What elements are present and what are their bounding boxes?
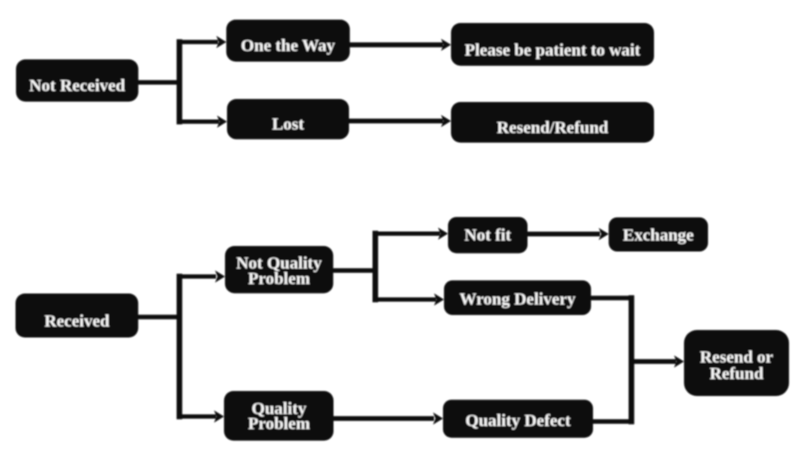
svg-text:Quality: Quality bbox=[252, 399, 307, 418]
svg-text:Not fit: Not fit bbox=[464, 225, 511, 244]
svg-text:Problem: Problem bbox=[248, 269, 310, 288]
svg-text:One the Way: One the Way bbox=[241, 36, 336, 55]
svg-text:Wrong Delivery: Wrong Delivery bbox=[460, 289, 576, 308]
svg-text:Resend or: Resend or bbox=[700, 347, 774, 366]
svg-text:Exchange: Exchange bbox=[623, 226, 694, 245]
svg-text:Not Quality: Not Quality bbox=[236, 254, 322, 273]
svg-text:Please be patient to wait: Please be patient to wait bbox=[465, 41, 641, 60]
svg-text:Refund: Refund bbox=[710, 364, 764, 383]
svg-text:Not Received: Not Received bbox=[29, 76, 125, 95]
svg-text:Quality Defect: Quality Defect bbox=[465, 411, 571, 430]
svg-text:Received: Received bbox=[44, 311, 110, 330]
svg-text:Problem: Problem bbox=[248, 414, 310, 433]
svg-text:Lost: Lost bbox=[272, 114, 304, 133]
svg-text:Resend/Refund: Resend/Refund bbox=[497, 118, 609, 137]
